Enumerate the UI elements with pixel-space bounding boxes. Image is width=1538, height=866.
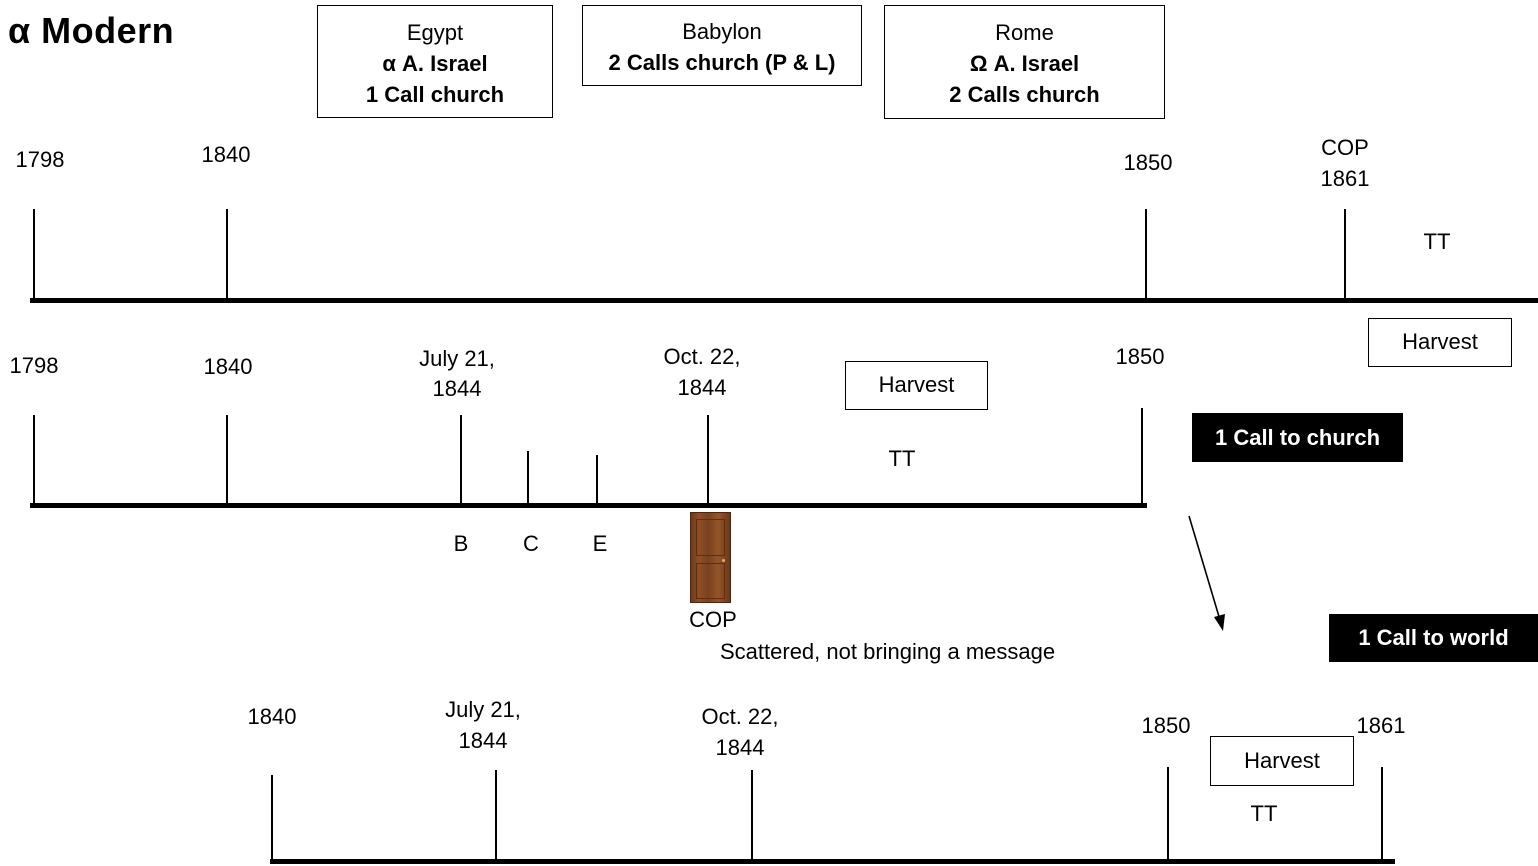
t2-axis (30, 503, 1147, 508)
t3-label-1840: 1840 (247, 704, 297, 729)
t3-label-1861: 1861 (1356, 713, 1406, 738)
t2-label-e: E (592, 531, 608, 556)
t1-label-1850: 1850 (1123, 150, 1173, 175)
page-title: α Modern (8, 10, 175, 51)
t1-tick-1840 (226, 209, 228, 300)
t2-label-1850: 1850 (1115, 344, 1165, 369)
t2-tick-1850 (1141, 408, 1143, 505)
t3-tick-1861 (1381, 767, 1383, 860)
scattered-note: Scattered, not bringing a message (720, 639, 1056, 664)
t2-tick-oct (707, 415, 709, 505)
t1-label-1798: 1798 (15, 147, 65, 172)
t2-tick-1840 (226, 415, 228, 505)
egypt-box: Egypt α A. Israel 1 Call church (317, 5, 553, 118)
t3-label-oct-line1: Oct. 22, (701, 704, 779, 729)
t1-label-cop: COP (1321, 135, 1369, 160)
t3-label-july-line2: 1844 (458, 728, 508, 753)
t3-label-oct-line2: 1844 (715, 735, 765, 760)
call-to-world-box: 1 Call to world (1329, 614, 1538, 662)
t3-label-1850: 1850 (1141, 713, 1191, 738)
babylon-label: Babylon (682, 19, 762, 44)
rome-omega-israel: Ω A. Israel (969, 51, 1080, 76)
t1-tick-1850 (1145, 209, 1147, 300)
t2-tick-july (460, 415, 462, 505)
t3-tick-1840 (271, 775, 273, 860)
t2-label-oct-line1: Oct. 22, (663, 344, 741, 369)
babylon-calls: 2 Calls church (P & L) (608, 50, 836, 75)
t1-tick-1798 (33, 209, 35, 300)
t1-axis (30, 298, 1538, 303)
babylon-box: Babylon 2 Calls church (P & L) (582, 5, 862, 86)
rome-box: Rome Ω A. Israel 2 Calls church (884, 5, 1165, 119)
egypt-alpha-israel: α A. Israel (382, 51, 488, 76)
t2-tick-1798 (33, 415, 35, 505)
t2-tick-c (527, 451, 529, 505)
t2-label-b: B (453, 531, 469, 556)
t2-label-c: C (523, 531, 539, 556)
t1-tt: TT (1423, 229, 1451, 254)
t3-tt: TT (1250, 801, 1278, 826)
t3-tick-1850 (1167, 767, 1169, 860)
t2-label-1840: 1840 (203, 354, 253, 379)
door-icon (690, 512, 731, 603)
egypt-call: 1 Call church (365, 82, 505, 107)
t2-label-1798: 1798 (9, 353, 59, 378)
t1-harvest-box: Harvest (1368, 318, 1512, 367)
t2-label-july-line2: 1844 (432, 376, 482, 401)
t3-tick-july (495, 770, 497, 860)
t3-axis (270, 859, 1395, 864)
t2-label-oct-line2: 1844 (677, 375, 727, 400)
rome-calls: 2 Calls church (949, 82, 1100, 107)
egypt-label: Egypt (406, 20, 464, 45)
t2-tt: TT (888, 446, 916, 471)
t2-label-cop: COP (689, 607, 737, 632)
t2-tick-e (596, 455, 598, 505)
t3-harvest-box: Harvest (1210, 736, 1354, 786)
call-to-church-box: 1 Call to church (1192, 413, 1403, 462)
arrow-down-right-icon (1188, 515, 1225, 631)
t3-tick-oct (751, 770, 753, 860)
rome-label: Rome (995, 20, 1054, 45)
t1-label-1840: 1840 (201, 142, 251, 167)
t1-label-1861: 1861 (1320, 166, 1370, 191)
t2-label-july-line1: July 21, (419, 346, 495, 371)
t1-tick-1861 (1344, 209, 1346, 300)
t2-harvest-box: Harvest (845, 361, 988, 410)
t3-label-july-line1: July 21, (445, 697, 521, 722)
